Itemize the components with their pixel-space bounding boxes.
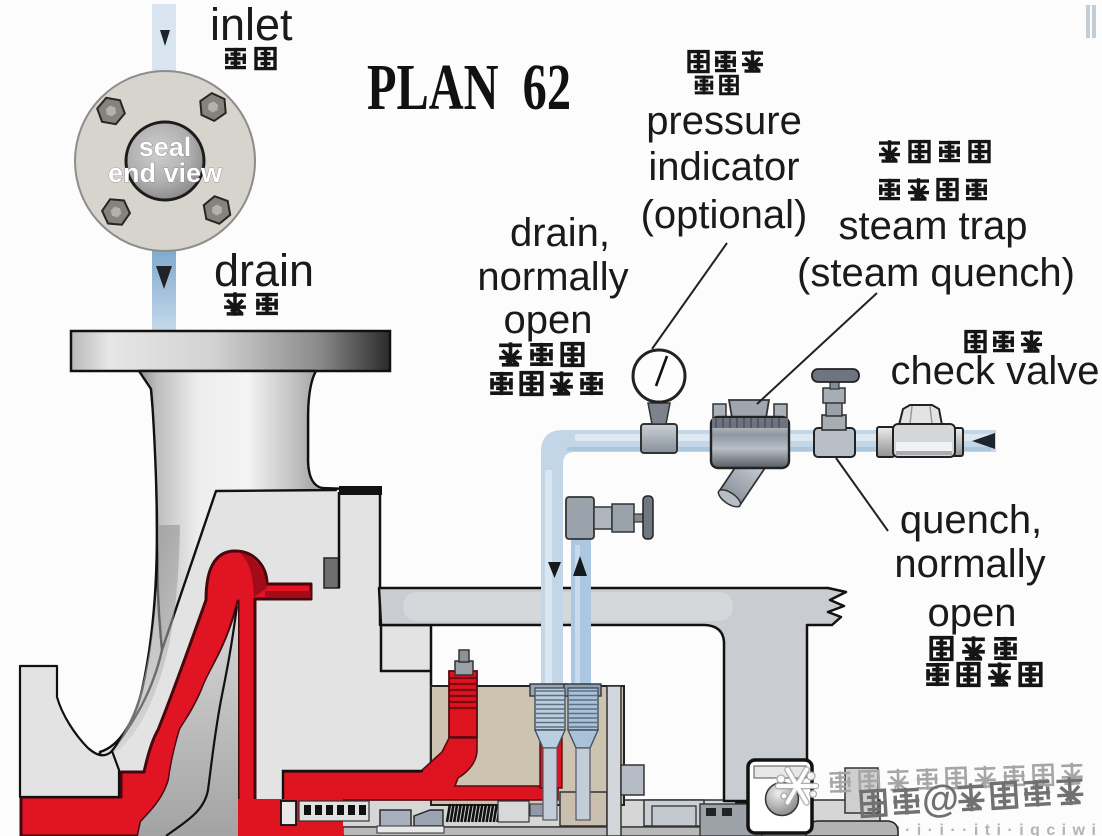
svg-text:seal: seal: [139, 132, 192, 162]
svg-text:normally: normally: [894, 542, 1045, 586]
svg-text:end view: end view: [108, 158, 223, 188]
svg-text:· i · i · · i t i · i g c i w: · i · i · · i t i · i g c i w i · !: [905, 822, 1102, 836]
svg-text:(steam quench): (steam quench): [797, 251, 1075, 295]
svg-text:open: open: [504, 298, 593, 342]
svg-text:quench,: quench,: [900, 498, 1042, 542]
svg-text:drain,: drain,: [510, 211, 610, 255]
svg-text:steam trap: steam trap: [839, 204, 1028, 248]
svg-text:@: @: [921, 778, 961, 822]
svg-text:PLAN 62: PLAN 62: [367, 51, 571, 124]
svg-text:normally: normally: [477, 255, 628, 299]
svg-text:(optional): (optional): [641, 193, 808, 237]
svg-text:inlet: inlet: [210, 0, 293, 50]
svg-text:open: open: [928, 591, 1017, 635]
svg-text:pressure: pressure: [646, 99, 802, 143]
svg-text:indicator: indicator: [648, 145, 799, 189]
svg-text:check valve: check valve: [891, 349, 1100, 393]
svg-text:drain: drain: [214, 245, 314, 296]
